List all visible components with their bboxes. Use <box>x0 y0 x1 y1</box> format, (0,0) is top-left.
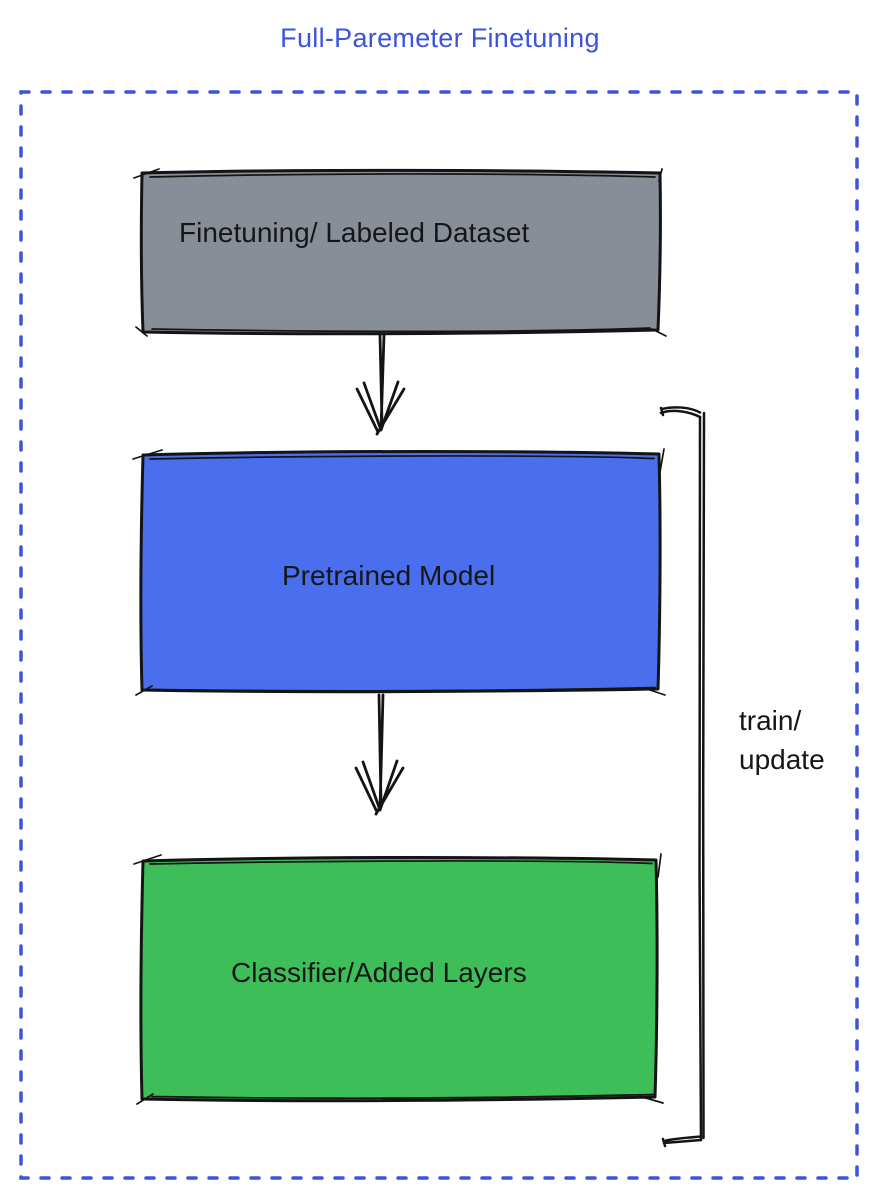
dataset-box-sketch-strokes <box>133 168 667 337</box>
train-update-note: train/ update <box>739 701 825 779</box>
classifier-box-shape <box>139 856 659 1103</box>
dataset-box-shape <box>139 168 662 336</box>
train-update-note-line1: train/ <box>739 705 802 736</box>
train-update-note-line2: update <box>739 744 825 775</box>
classifier-box-sketch-strokes <box>133 853 664 1105</box>
classifier-box <box>133 853 664 1105</box>
diagram-title: Full-Paremeter Finetuning <box>280 23 600 53</box>
pretrained-box <box>132 448 666 696</box>
dataset-box-label: Finetuning/ Labeled Dataset <box>179 217 530 248</box>
classifier-box-label: Classifier/Added Layers <box>231 957 527 988</box>
dataset-box <box>133 168 667 337</box>
pretrained-box-shape <box>139 450 662 694</box>
arrow-dataset-to-pretrained <box>355 333 406 436</box>
dashed-boundary <box>19 90 859 1180</box>
pretrained-box-label: Pretrained Model <box>282 560 496 591</box>
train-update-bracket <box>659 406 706 1148</box>
pretrained-box-sketch-strokes <box>132 448 666 696</box>
arrow-pretrained-to-classifier <box>354 693 405 816</box>
